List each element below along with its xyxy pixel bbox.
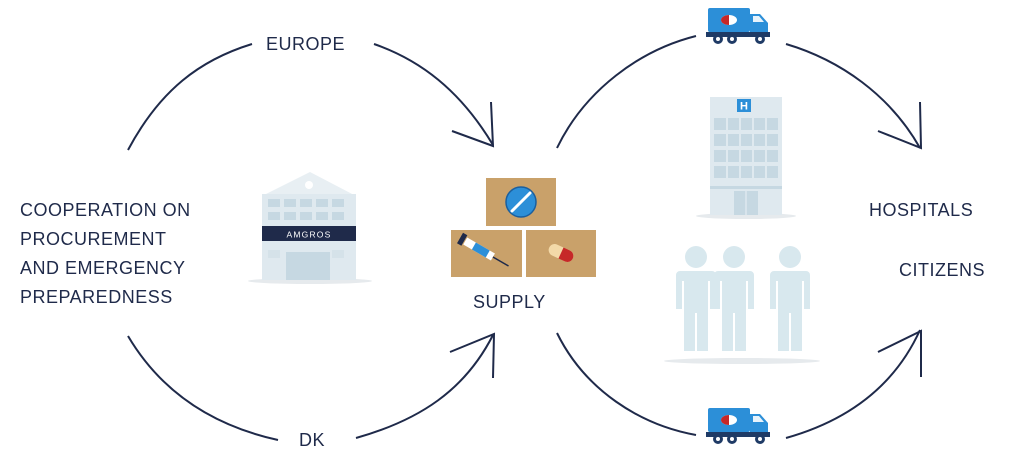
hospital-building-icon: H bbox=[696, 97, 796, 219]
label-hospitals: HOSPITALS bbox=[869, 200, 974, 220]
arc-left-bottom bbox=[127, 335, 279, 441]
medicine-boxes-icon bbox=[451, 178, 596, 277]
arc-europe-to-supply bbox=[373, 43, 494, 146]
arrowhead-europe-supply bbox=[451, 101, 495, 148]
arc-left-top bbox=[127, 43, 253, 151]
label-citizens: CITIZENS bbox=[899, 260, 986, 280]
amgros-building-icon: AMGROS bbox=[248, 172, 372, 284]
label-dk: DK bbox=[299, 430, 326, 450]
arrowhead-dk-supply bbox=[449, 332, 496, 379]
arrowhead-citizens bbox=[877, 329, 922, 377]
label-cooperation-line: PREPAREDNESS bbox=[20, 287, 173, 307]
arrowhead-hospitals bbox=[877, 101, 923, 150]
label-supply: SUPPLY bbox=[473, 292, 546, 312]
label-europe: EUROPE bbox=[266, 34, 346, 54]
amgros-sign: AMGROS bbox=[287, 230, 332, 240]
truck-icon bbox=[706, 408, 770, 444]
label-cooperation-line: AND EMERGENCY bbox=[20, 258, 186, 278]
truck-icon bbox=[706, 8, 770, 44]
label-cooperation-line: PROCUREMENT bbox=[20, 229, 167, 249]
arc-truck-to-citizens bbox=[785, 329, 921, 439]
label-cooperation: COOPERATION ON PROCUREMENT AND EMERGENCY… bbox=[20, 196, 191, 312]
arc-dk-to-supply bbox=[355, 334, 494, 439]
people-icon bbox=[664, 246, 820, 364]
label-cooperation-line: COOPERATION ON bbox=[20, 200, 191, 220]
arc-truck-to-hospitals bbox=[785, 43, 921, 149]
arc-supply-to-top-truck bbox=[556, 35, 697, 149]
hospital-sign: H bbox=[740, 101, 748, 113]
arc-supply-to-bottom-truck bbox=[556, 332, 697, 436]
